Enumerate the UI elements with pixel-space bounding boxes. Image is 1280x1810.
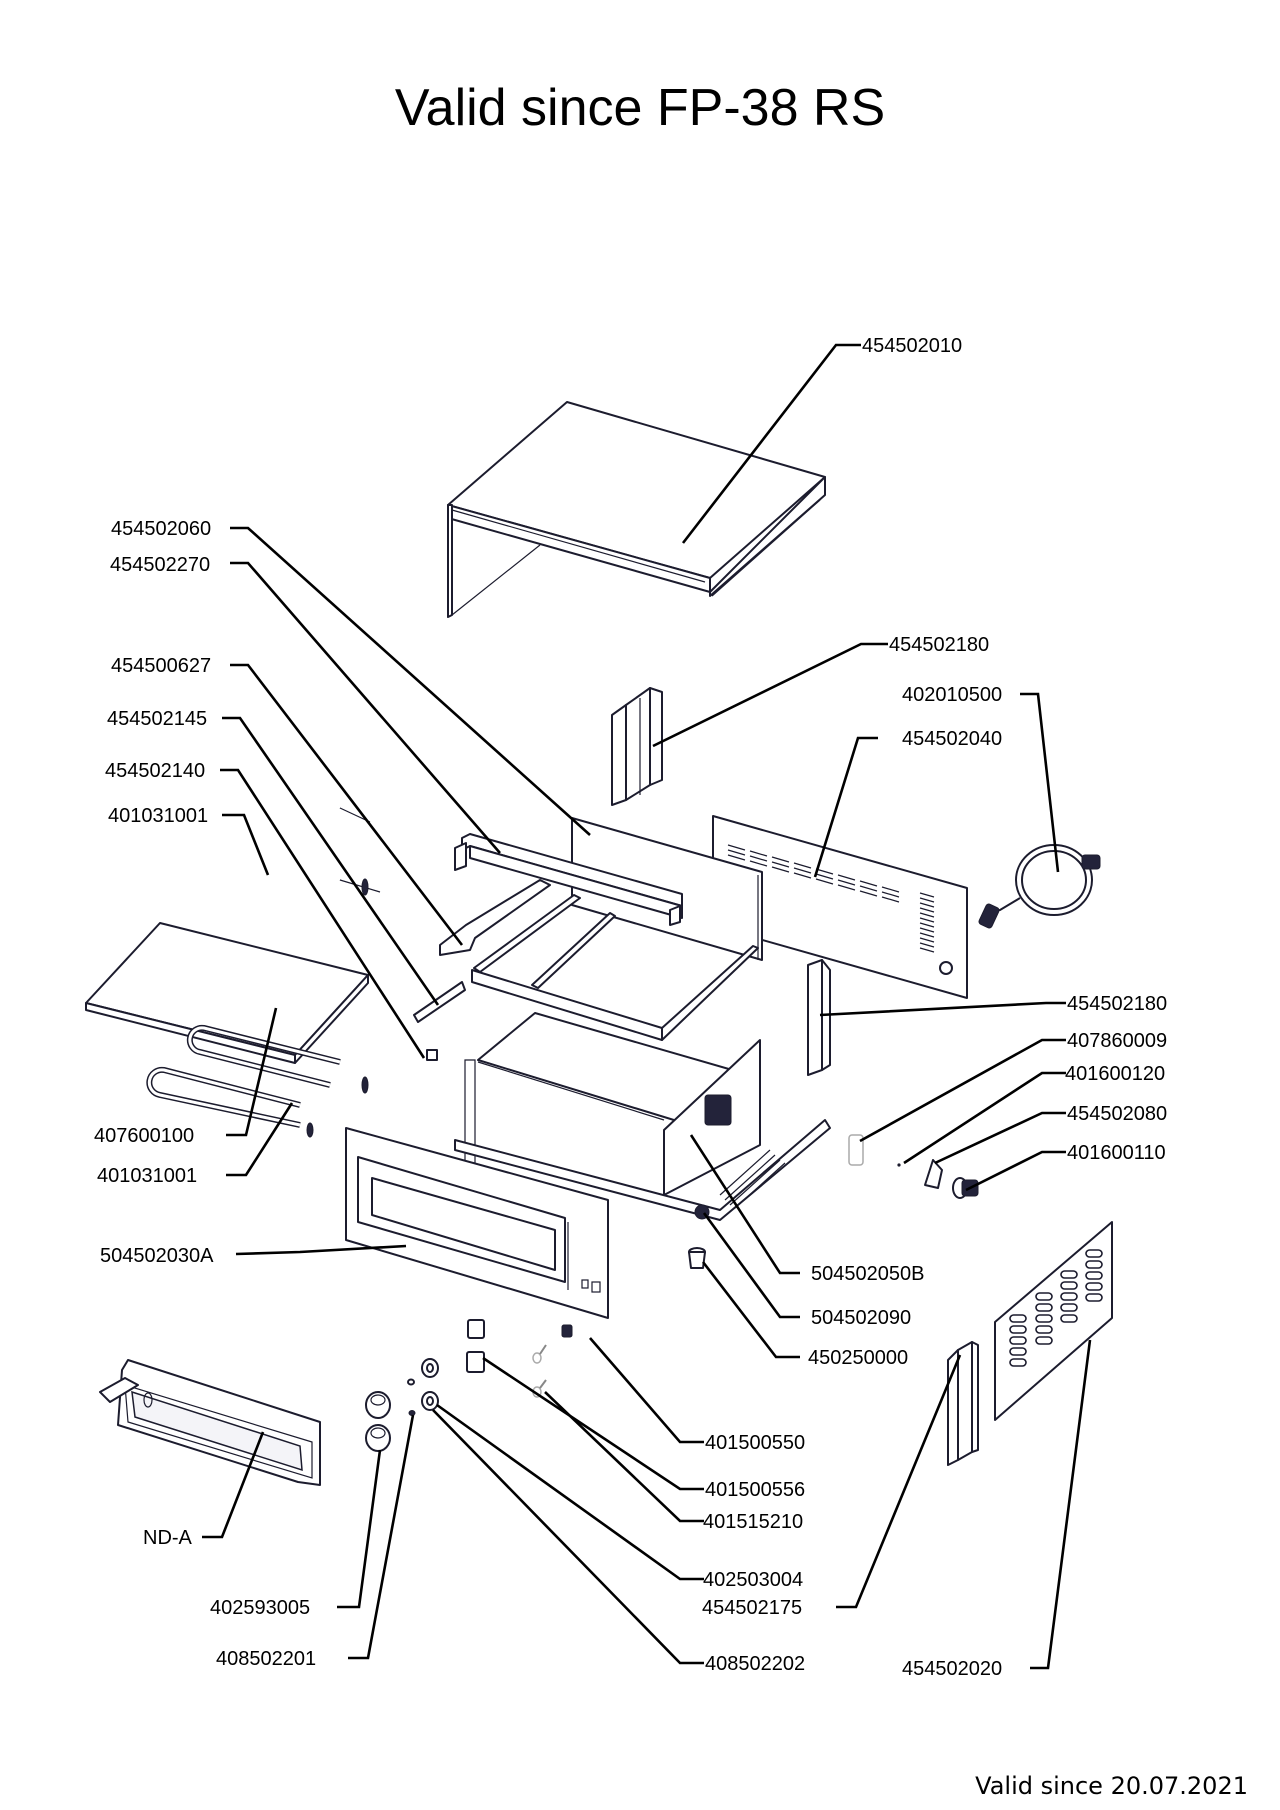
part-label[interactable]: 407860009: [1067, 1030, 1167, 1052]
front-panel[interactable]: [345, 1127, 609, 1319]
baking-stone[interactable]: [85, 922, 369, 1064]
indicator-lamp[interactable]: [561, 1324, 573, 1338]
side-profile[interactable]: [947, 1341, 979, 1466]
part-label[interactable]: 450250000: [808, 1347, 908, 1369]
mounting-flange[interactable]: [924, 1159, 943, 1189]
screw[interactable]: [897, 1163, 901, 1167]
part-label[interactable]: 454502010: [862, 335, 962, 357]
switch[interactable]: [466, 1319, 485, 1373]
part-label[interactable]: 402593005: [210, 1597, 310, 1619]
part-label[interactable]: 454502020: [902, 1658, 1002, 1680]
part-label[interactable]: 401031001: [108, 805, 208, 827]
top-rail[interactable]: [454, 833, 683, 926]
thermostat[interactable]: [952, 1177, 979, 1199]
part-label[interactable]: 454502140: [105, 760, 205, 782]
upper-heating-element[interactable]: [196, 774, 381, 896]
part-label[interactable]: 454502180: [1067, 993, 1167, 1015]
validity-footer: Valid since 20.07.2021: [975, 1772, 1248, 1800]
control-knob[interactable]: [365, 1391, 391, 1452]
part-label[interactable]: 454500627: [111, 655, 211, 677]
part-label[interactable]: ND-A: [143, 1527, 193, 1549]
page-title: Valid since FP-38 RS: [394, 79, 886, 137]
side-panel-vents: [1009, 1249, 1103, 1367]
element-bracket[interactable]: [439, 879, 551, 956]
top-cover[interactable]: [447, 401, 826, 618]
shelf-frame[interactable]: [471, 894, 759, 1041]
element-holder-lower[interactable]: [426, 1049, 438, 1061]
part-label[interactable]: 454502040: [902, 728, 1002, 750]
rear-panel-vents: [727, 844, 935, 953]
part-label[interactable]: 401600110: [1067, 1142, 1166, 1164]
part-label[interactable]: 402010500: [902, 684, 1002, 706]
leader-lines: [202, 343, 1092, 1670]
oven-chamber[interactable]: [464, 1012, 761, 1196]
lower-corner-profile[interactable]: [807, 959, 831, 1076]
lamp-holder[interactable]: [532, 1344, 547, 1364]
upper-corner-profile[interactable]: [611, 687, 663, 806]
part-label[interactable]: 454502175: [702, 1597, 802, 1619]
foot[interactable]: [688, 1247, 706, 1269]
insulation-pad[interactable]: [848, 1134, 864, 1166]
part-label[interactable]: 454502270: [110, 554, 210, 576]
part-label[interactable]: 454502060: [111, 518, 211, 540]
part-label[interactable]: 454502180: [889, 634, 989, 656]
part-label[interactable]: 401500550: [705, 1432, 805, 1454]
power-cord[interactable]: [978, 844, 1101, 929]
lower-heating-element[interactable]: [146, 1024, 369, 1138]
part-label[interactable]: 504502050B: [811, 1263, 924, 1285]
part-labels: 454502010 454502060 454502270 454500627 …: [94, 335, 1167, 1680]
washer[interactable]: [421, 1358, 439, 1411]
part-label[interactable]: 401600120: [1065, 1063, 1165, 1085]
door[interactable]: [99, 1359, 321, 1486]
part-label[interactable]: 401515210: [703, 1511, 803, 1533]
part-label[interactable]: 407600100: [94, 1125, 194, 1147]
part-label[interactable]: 401500556: [705, 1479, 805, 1501]
part-label[interactable]: 408502201: [216, 1648, 316, 1670]
element-holder-upper[interactable]: [413, 981, 466, 1023]
part-label[interactable]: 402503004: [703, 1569, 803, 1591]
side-panel[interactable]: [994, 1221, 1113, 1421]
knob-nut[interactable]: [407, 1378, 416, 1416]
part-label[interactable]: 408502202: [705, 1653, 805, 1675]
part-label[interactable]: 504502030A: [100, 1245, 214, 1267]
part-label[interactable]: 454502145: [107, 708, 207, 730]
part-label[interactable]: 504502090: [811, 1307, 911, 1329]
part-label[interactable]: 454502080: [1067, 1103, 1167, 1125]
part-label[interactable]: 401031001: [97, 1165, 197, 1187]
